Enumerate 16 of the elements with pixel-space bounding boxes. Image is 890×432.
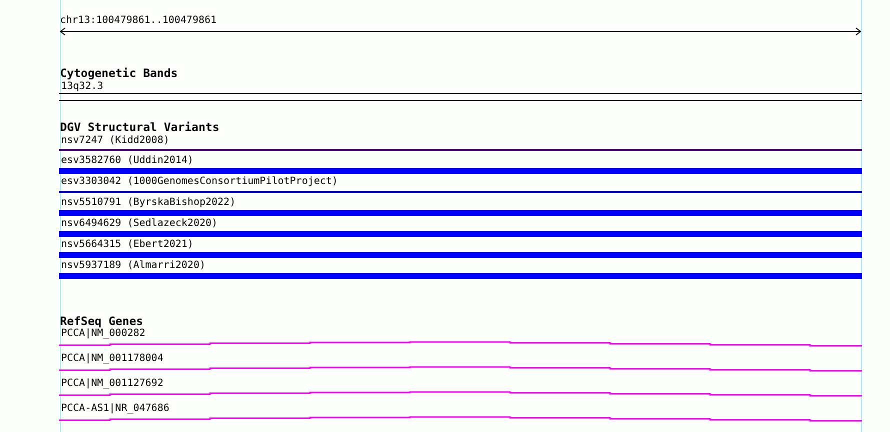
track-title: DGV Structural Variants [60, 121, 220, 134]
feature-label: esv3582760 (Uddin2014) [61, 155, 194, 167]
location-label: chr13:100479861..100479861 [60, 15, 217, 27]
track-title: Cytogenetic Bands [60, 67, 178, 80]
feature-label: PCCA|NM_000282 [61, 328, 146, 340]
feature-label: PCCA|NM_001178004 [61, 353, 164, 365]
feature-label: nsv7247 (Kidd2008) [61, 135, 170, 147]
track-title: RefSeq Genes [60, 315, 144, 328]
feature-label: nsv5937189 (Almarri2020) [61, 260, 206, 272]
feature-label: nsv5510791 (ByrskaBishop2022) [61, 197, 236, 209]
feature-label: nsv5664315 (Ebert2021) [61, 239, 194, 251]
feature-label: PCCA-AS1|NR_047686 [61, 403, 170, 415]
feature-label: 13q32.3 [61, 81, 104, 93]
feature-label: nsv6494629 (Sedlazeck2020) [61, 218, 218, 230]
feature-label: esv3303042 (1000GenomesConsortiumPilotProject) [61, 176, 338, 188]
feature-label: PCCA|NM_001127692 [61, 378, 164, 390]
